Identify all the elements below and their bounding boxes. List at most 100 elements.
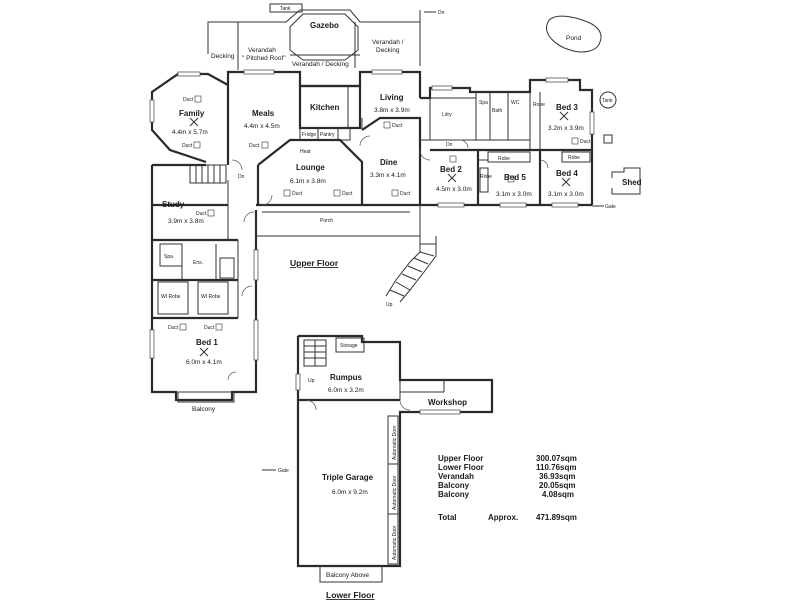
- meals-dims: 4.4m x 4.5m: [244, 123, 280, 130]
- area-value: 36.93sqm: [539, 472, 575, 481]
- auto-door-label-3: Automatic Door: [392, 525, 398, 560]
- study-name: Study: [162, 200, 185, 209]
- spa-label-upper: Spa: [479, 100, 488, 106]
- wir-label-1: WI Robe: [161, 294, 181, 300]
- pond-name: Pond: [566, 35, 582, 42]
- meals-name: Meals: [252, 109, 275, 118]
- fan-icon: [447, 173, 457, 183]
- duct-label: Duct: [168, 325, 179, 331]
- duct-label: Duct: [183, 97, 194, 103]
- upper-floor-windows: [149, 69, 595, 361]
- area-value: 110.76sqm: [536, 463, 576, 472]
- heat-label: Heat: [300, 149, 311, 155]
- duct-label: Duct: [182, 143, 193, 149]
- robe-label: Robe: [533, 102, 545, 108]
- up-label-stairs: Up: [386, 302, 393, 308]
- ldry-label: Ldry: [442, 112, 452, 118]
- total-label: Total: [438, 513, 457, 522]
- rumpus-dims: 6.0m x 3.2m: [328, 387, 364, 394]
- gate-label-right: Gate: [605, 204, 616, 210]
- decking-label: Decking: [211, 53, 235, 60]
- pantry-label: Pantry: [320, 132, 335, 138]
- duct-label: Duct: [292, 191, 303, 197]
- robe-label: Robe: [480, 174, 492, 180]
- duct-label: Duct: [392, 123, 403, 129]
- dine-dims: 3.3m x 4.1m: [370, 172, 406, 179]
- rumpus-name: Rumpus: [330, 373, 363, 382]
- dn-label-left: Dn: [238, 174, 245, 180]
- living-name: Living: [380, 93, 404, 102]
- bed4-name: Bed 4: [556, 169, 578, 178]
- study-dims: 3.9m x 3.8m: [168, 218, 204, 225]
- gate-label-lower: Gate: [278, 468, 289, 474]
- area-value: 20.05sqm: [539, 481, 575, 490]
- workshop-name: Workshop: [428, 398, 467, 407]
- robe-label: Robe: [498, 156, 510, 162]
- upper-floor-doors: [227, 135, 549, 381]
- bed1-name: Bed 1: [196, 338, 218, 347]
- spa-label-ensuite: Spa: [164, 254, 173, 260]
- tank-label-right: Tank: [602, 98, 613, 104]
- up-label-lower: Up: [308, 378, 315, 384]
- upper-floor-title: Upper Floor: [290, 258, 339, 268]
- bed5-dims: 3.1m x 3.0m: [496, 191, 532, 198]
- upper-floor-walls: [150, 70, 594, 403]
- area-value: 300.07sqm: [536, 454, 577, 463]
- verandah-decking-right-label-2: Decking: [376, 47, 400, 54]
- total-value: 471.89sqm: [536, 513, 577, 522]
- duct-label: Duct: [580, 139, 591, 145]
- lower-floor-title: Lower Floor: [326, 590, 375, 600]
- balcony-above-label: Balcony Above: [326, 572, 369, 579]
- shed-name: Shed: [622, 178, 642, 187]
- fan-icon: [561, 177, 571, 187]
- area-label: Balcony: [438, 490, 470, 499]
- robe-label: Robe: [568, 155, 580, 161]
- family-name: Family: [179, 109, 205, 118]
- lounge-name: Lounge: [296, 163, 325, 172]
- verandah-decking-mid-label: Verandah / Decking: [292, 61, 349, 68]
- fan-icon: [189, 117, 199, 127]
- duct-label: Duct: [400, 191, 411, 197]
- duct-label: Duct: [204, 325, 215, 331]
- tank-label: Tank: [280, 6, 291, 12]
- gazebo-name: Gazebo: [310, 21, 339, 30]
- room-labels: Family 4.4m x 5.7m Meals 4.4m x 4.5m Kit…: [161, 93, 584, 579]
- family-dims: 4.4m x 5.7m: [172, 129, 208, 136]
- wir-label-2: WI Robe: [201, 294, 221, 300]
- duct-label: Duct: [342, 191, 353, 197]
- area-schedule: Upper Floor 300.07sqm Lower Floor 110.76…: [438, 454, 577, 522]
- garden-features: Pond Tank Shed Gate: [546, 15, 642, 210]
- ens-label: Ens.: [193, 260, 203, 266]
- dn-label-top: Dn: [438, 10, 445, 16]
- bed3-name: Bed 3: [556, 103, 578, 112]
- auto-door-label-2: Automatic Door: [392, 475, 398, 510]
- storage-label: Storage: [340, 343, 358, 349]
- external-stairs: Up: [385, 236, 437, 308]
- bed2-dims: 4.5m x 3.0m: [436, 186, 472, 193]
- bed4-dims: 3.1m x 3.0m: [548, 191, 584, 198]
- verandah-decking-right-label-1: Verandah /: [372, 39, 404, 46]
- balcony-label: Balcony: [192, 406, 216, 413]
- porch-label: Porch: [320, 218, 333, 224]
- bed5-name: Bed 5: [504, 173, 526, 182]
- area-label: Lower Floor: [438, 463, 484, 472]
- garage-dims: 6.0m x 9.2m: [332, 489, 368, 496]
- outdoor-structures: Tank Gazebo Decking Verandah " Pitched R…: [207, 3, 445, 70]
- garage-name: Triple Garage: [322, 473, 374, 482]
- verandah-pitched-roof-label: " Pitched Roof": [242, 55, 286, 62]
- dine-name: Dine: [380, 158, 398, 167]
- lower-floor-walls: Gate: [262, 334, 494, 583]
- duct-label: Duct: [249, 143, 260, 149]
- area-value: 4.08sqm: [542, 490, 574, 499]
- total-approx: Approx.: [488, 513, 518, 522]
- area-label: Balcony: [438, 481, 470, 490]
- bed3-dims: 3.2m x 3.9m: [548, 125, 584, 132]
- area-label: Verandah: [438, 472, 474, 481]
- bed1-dims: 6.0m x 4.1m: [186, 359, 222, 366]
- wc-label-upper: WC: [511, 100, 520, 106]
- bath-label: Bath: [492, 108, 503, 114]
- kitchen-name: Kitchen: [310, 103, 339, 112]
- area-label: Upper Floor: [438, 454, 483, 463]
- auto-door-label-1: Automatic Door: [392, 425, 398, 460]
